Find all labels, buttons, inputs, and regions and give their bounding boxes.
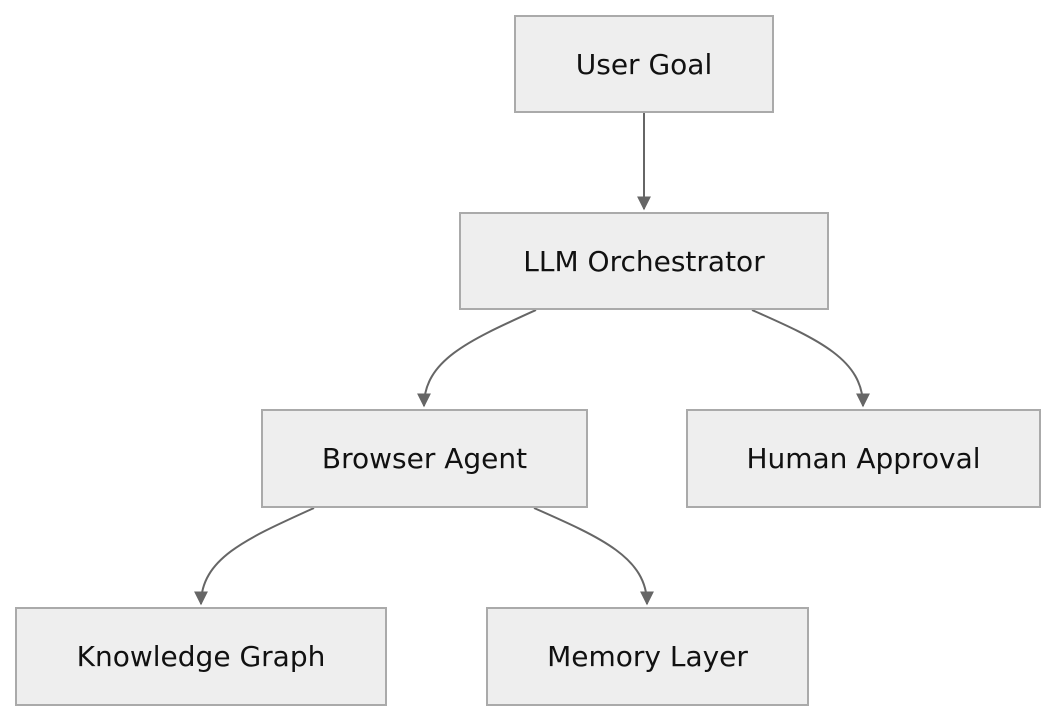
node-user-goal-label: User Goal — [575, 47, 713, 81]
edge-orchestrator-to-human-approval — [751, 309, 870, 408]
edge-browser-agent-to-memory-layer — [533, 507, 654, 606]
node-browser-agent-label: Browser Agent — [321, 442, 528, 475]
node-knowledge-graph-label: Knowledge Graph — [76, 640, 326, 673]
node-human-approval-label: Human Approval — [746, 442, 981, 475]
node-browser-agent: Browser Agent — [261, 409, 588, 508]
node-llm-orchestrator-label: LLM Orchestrator — [523, 244, 765, 278]
node-knowledge-graph: Knowledge Graph — [15, 607, 387, 706]
node-memory-layer: Memory Layer — [486, 607, 809, 706]
node-user-goal: User Goal — [514, 15, 774, 113]
edge-browser-agent-to-knowledge-graph — [194, 507, 315, 606]
node-memory-layer-label: Memory Layer — [547, 640, 748, 673]
edge-orchestrator-to-browser-agent — [417, 309, 537, 408]
node-human-approval: Human Approval — [686, 409, 1041, 508]
node-llm-orchestrator: LLM Orchestrator — [459, 212, 829, 310]
